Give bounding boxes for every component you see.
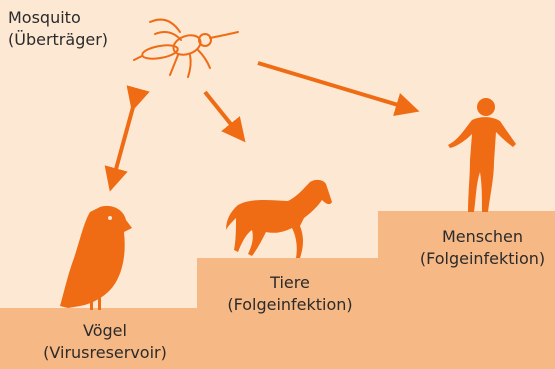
horse-icon bbox=[226, 180, 332, 258]
animals-label-line2: (Folgeinfektion) bbox=[200, 294, 380, 316]
arrow-mosquito-animals bbox=[205, 92, 238, 133]
human-icon bbox=[448, 98, 516, 212]
birds-label-line1: Vögel bbox=[0, 320, 210, 342]
humans-label-line2: (Folgeinfektion) bbox=[400, 248, 555, 270]
humans-label: Menschen (Folgeinfektion) bbox=[400, 226, 555, 270]
mosquito-label-line2: (Überträger) bbox=[8, 29, 108, 51]
birds-label-line2: (Virusreservoir) bbox=[0, 342, 210, 364]
arrow-mosquito-birds bbox=[113, 100, 135, 180]
humans-label-line1: Menschen bbox=[400, 226, 555, 248]
bird-icon bbox=[60, 206, 132, 310]
arrow-mosquito-humans bbox=[258, 63, 408, 108]
animals-label: Tiere (Folgeinfektion) bbox=[200, 272, 380, 316]
animals-label-line1: Tiere bbox=[200, 272, 380, 294]
mosquito-label-line1: Mosquito bbox=[8, 7, 108, 29]
mosquito-label: Mosquito (Überträger) bbox=[8, 7, 108, 51]
mosquito-icon bbox=[134, 20, 238, 77]
birds-label: Vögel (Virusreservoir) bbox=[0, 320, 210, 364]
